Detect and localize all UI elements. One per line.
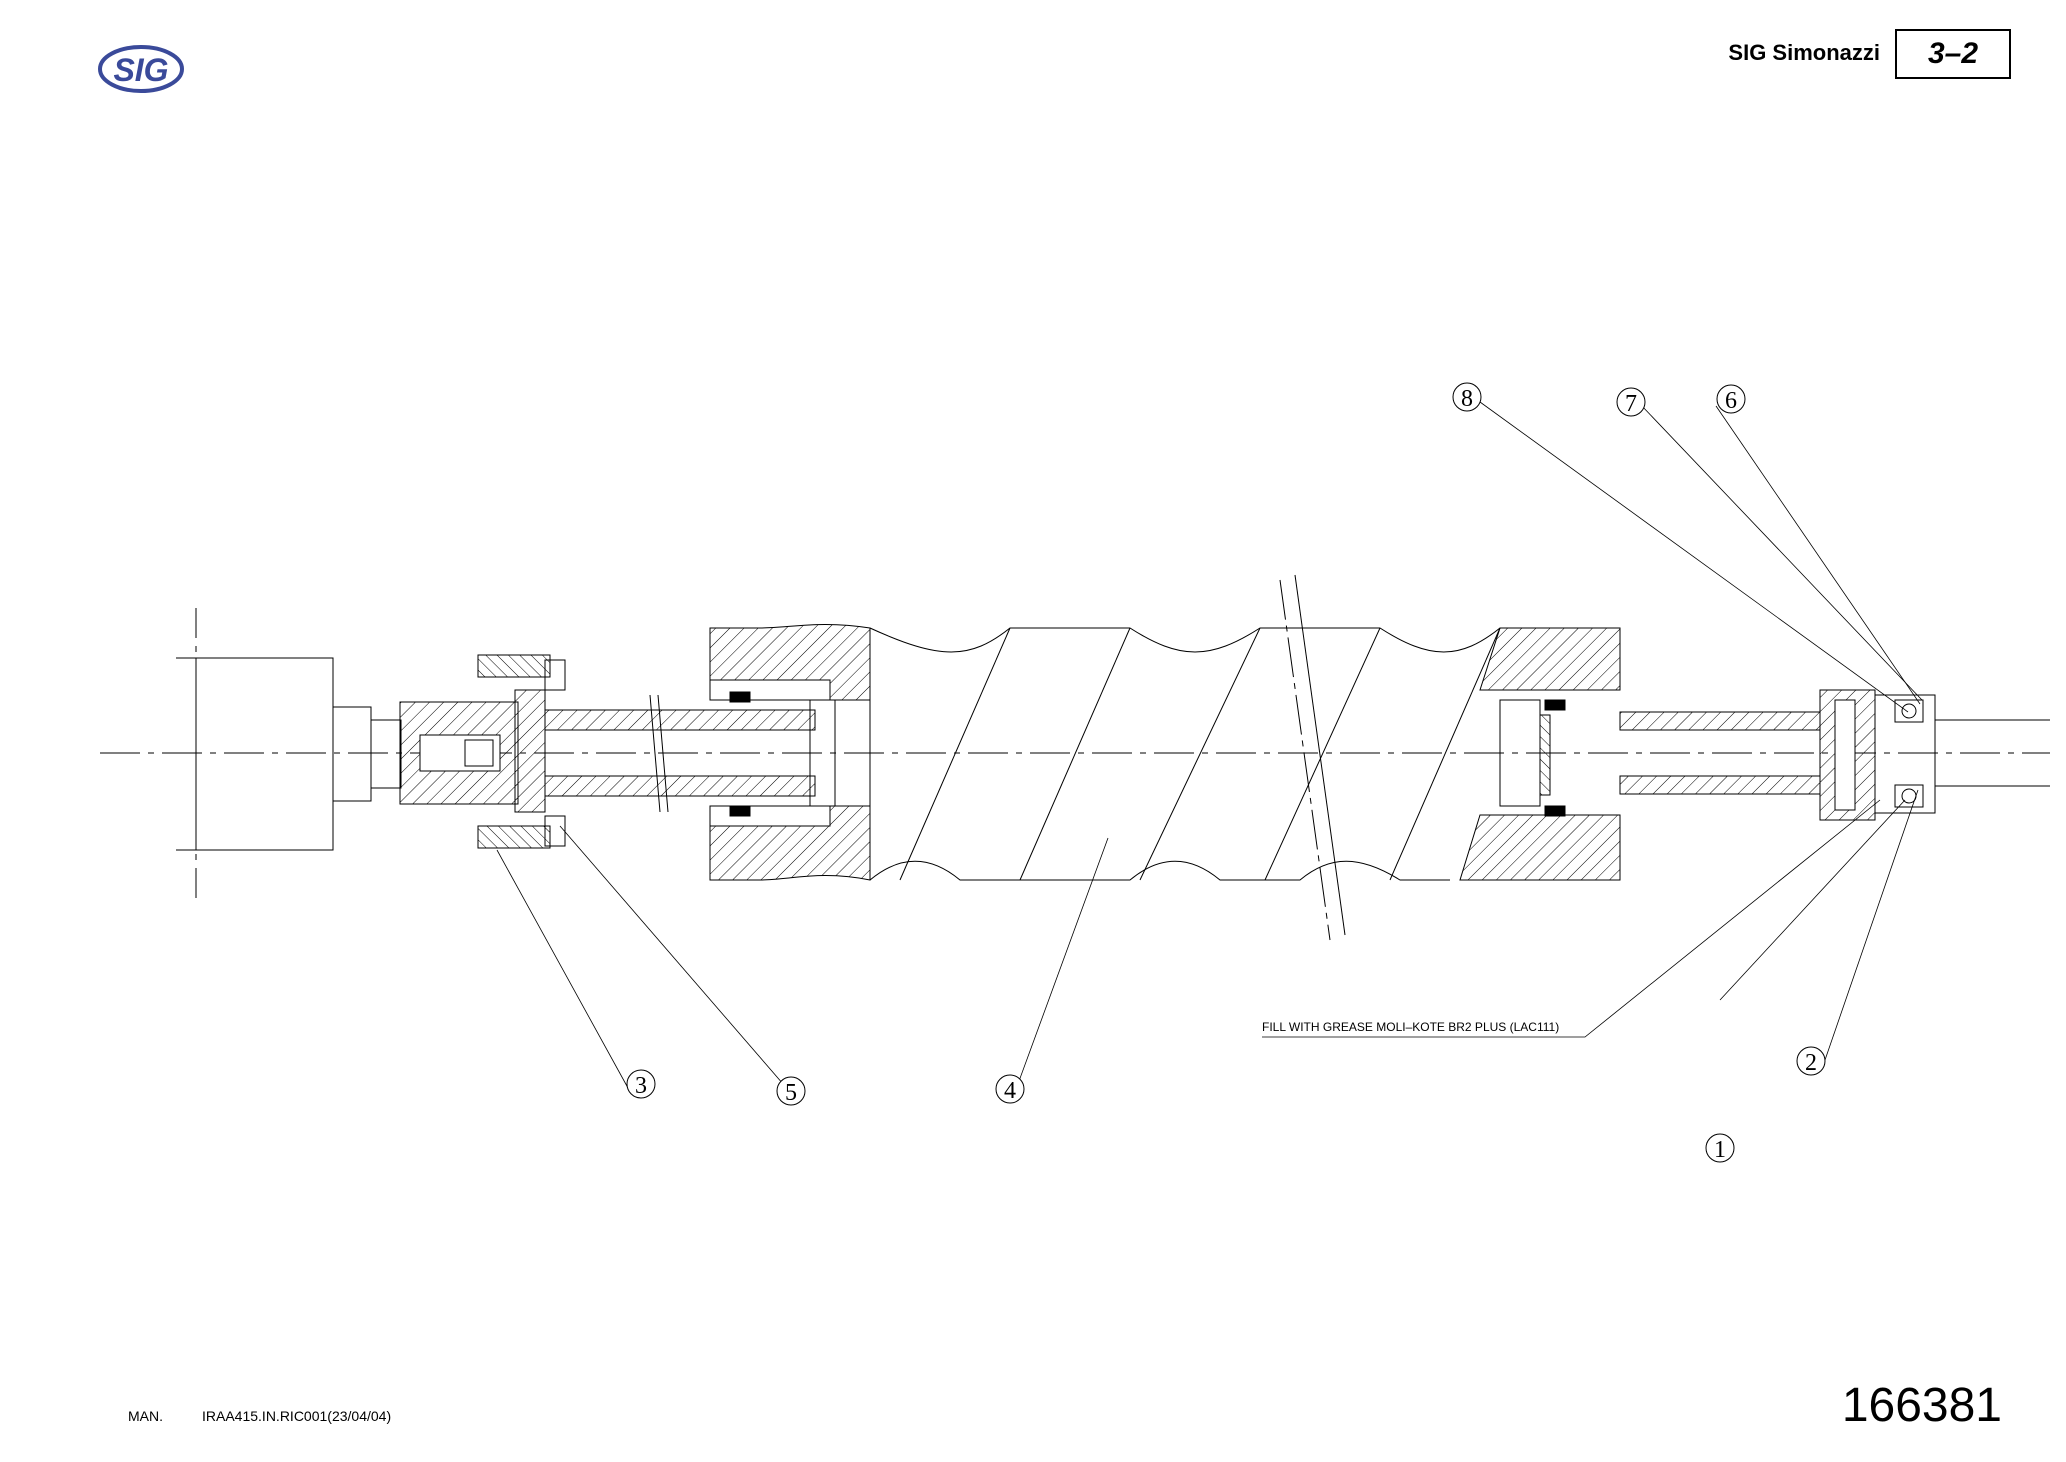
sig-logo: SIG [98, 45, 184, 93]
auger-screw [869, 574, 1501, 941]
callout-1: 1 [1705, 1133, 1735, 1163]
left-housing [709, 623, 871, 881]
grease-note: FILL WITH GREASE MOLI–KOTE BR2 PLUS (LAC… [1262, 1020, 1559, 1034]
svg-text:4: 4 [1004, 1078, 1016, 1104]
coupling-flange [399, 654, 566, 849]
drawing-number: 166381 [1841, 1379, 2002, 1432]
motor-block [176, 608, 402, 898]
callout-5: 5 [776, 1076, 806, 1106]
svg-text:6: 6 [1725, 388, 1737, 414]
callout-3: 3 [626, 1069, 656, 1099]
page-number: 3–2 [1895, 29, 2011, 79]
callout-6: 6 [1716, 384, 1746, 414]
svg-text:3: 3 [635, 1073, 647, 1099]
svg-text:1: 1 [1714, 1137, 1726, 1163]
callout-8: 8 [1452, 382, 1482, 412]
right-housing [1459, 627, 1621, 881]
company-name: SIG Simonazzi [1728, 40, 1880, 65]
shaft-left [544, 694, 816, 813]
callout-4: 4 [995, 1074, 1025, 1104]
manual-label: MAN. [128, 1408, 163, 1424]
callout-7: 7 [1616, 387, 1646, 417]
svg-text:8: 8 [1461, 386, 1473, 412]
callout-2: 2 [1796, 1046, 1826, 1076]
svg-text:5: 5 [785, 1080, 797, 1106]
svg-text:7: 7 [1625, 391, 1637, 417]
leader-lines [496, 401, 1923, 1093]
shaft-right [1619, 689, 2050, 821]
logo-text: SIG [113, 52, 168, 88]
document-reference: IRAA415.IN.RIC001(23/04/04) [202, 1408, 392, 1424]
svg-text:2: 2 [1805, 1050, 1817, 1076]
